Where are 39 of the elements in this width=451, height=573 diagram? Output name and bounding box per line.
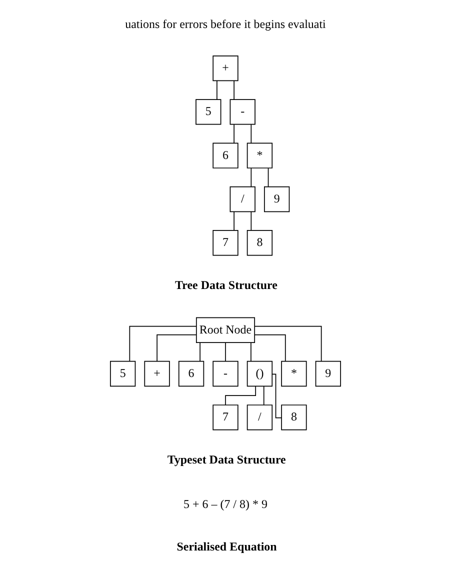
node-box: + xyxy=(144,360,170,387)
connector xyxy=(250,342,252,362)
node-box: 7 xyxy=(212,404,238,430)
node-box: 5 xyxy=(196,99,222,125)
connector xyxy=(250,168,252,188)
connector xyxy=(250,124,252,144)
node-box: 5 xyxy=(110,360,136,387)
node-box: 9 xyxy=(264,186,290,212)
node-box: / xyxy=(230,186,256,212)
node-box: 9 xyxy=(315,360,341,387)
label: 5 + 6 – (7 / 8) * 9 xyxy=(184,496,268,511)
connector xyxy=(268,168,269,188)
connector xyxy=(225,386,256,406)
connector xyxy=(263,386,264,406)
node-box: 6 xyxy=(212,142,238,168)
connector xyxy=(156,334,196,362)
connector xyxy=(254,334,286,362)
label: uations for errors before it begins evaluati xyxy=(125,16,326,31)
label: Tree Data Structure xyxy=(175,278,278,292)
node-box: 8 xyxy=(246,230,273,256)
node-box: * xyxy=(246,142,273,168)
node-box: 6 xyxy=(178,360,204,387)
connector xyxy=(225,342,226,362)
node-box: / xyxy=(246,404,273,430)
node-box: + xyxy=(212,55,238,82)
connector xyxy=(216,80,218,100)
node-box: 8 xyxy=(281,404,307,430)
node-box: * xyxy=(281,360,307,387)
node-box: - xyxy=(230,99,256,125)
label: Typeset Data Structure xyxy=(167,452,286,466)
node-box: - xyxy=(212,360,238,387)
connector xyxy=(254,326,322,362)
connector xyxy=(272,374,282,418)
connector xyxy=(129,326,197,362)
node-box: 7 xyxy=(212,230,238,256)
connector xyxy=(250,211,252,231)
label: Serialised Equation xyxy=(176,540,277,554)
node-box: Root Node xyxy=(196,317,256,343)
node-box: () xyxy=(246,360,273,387)
